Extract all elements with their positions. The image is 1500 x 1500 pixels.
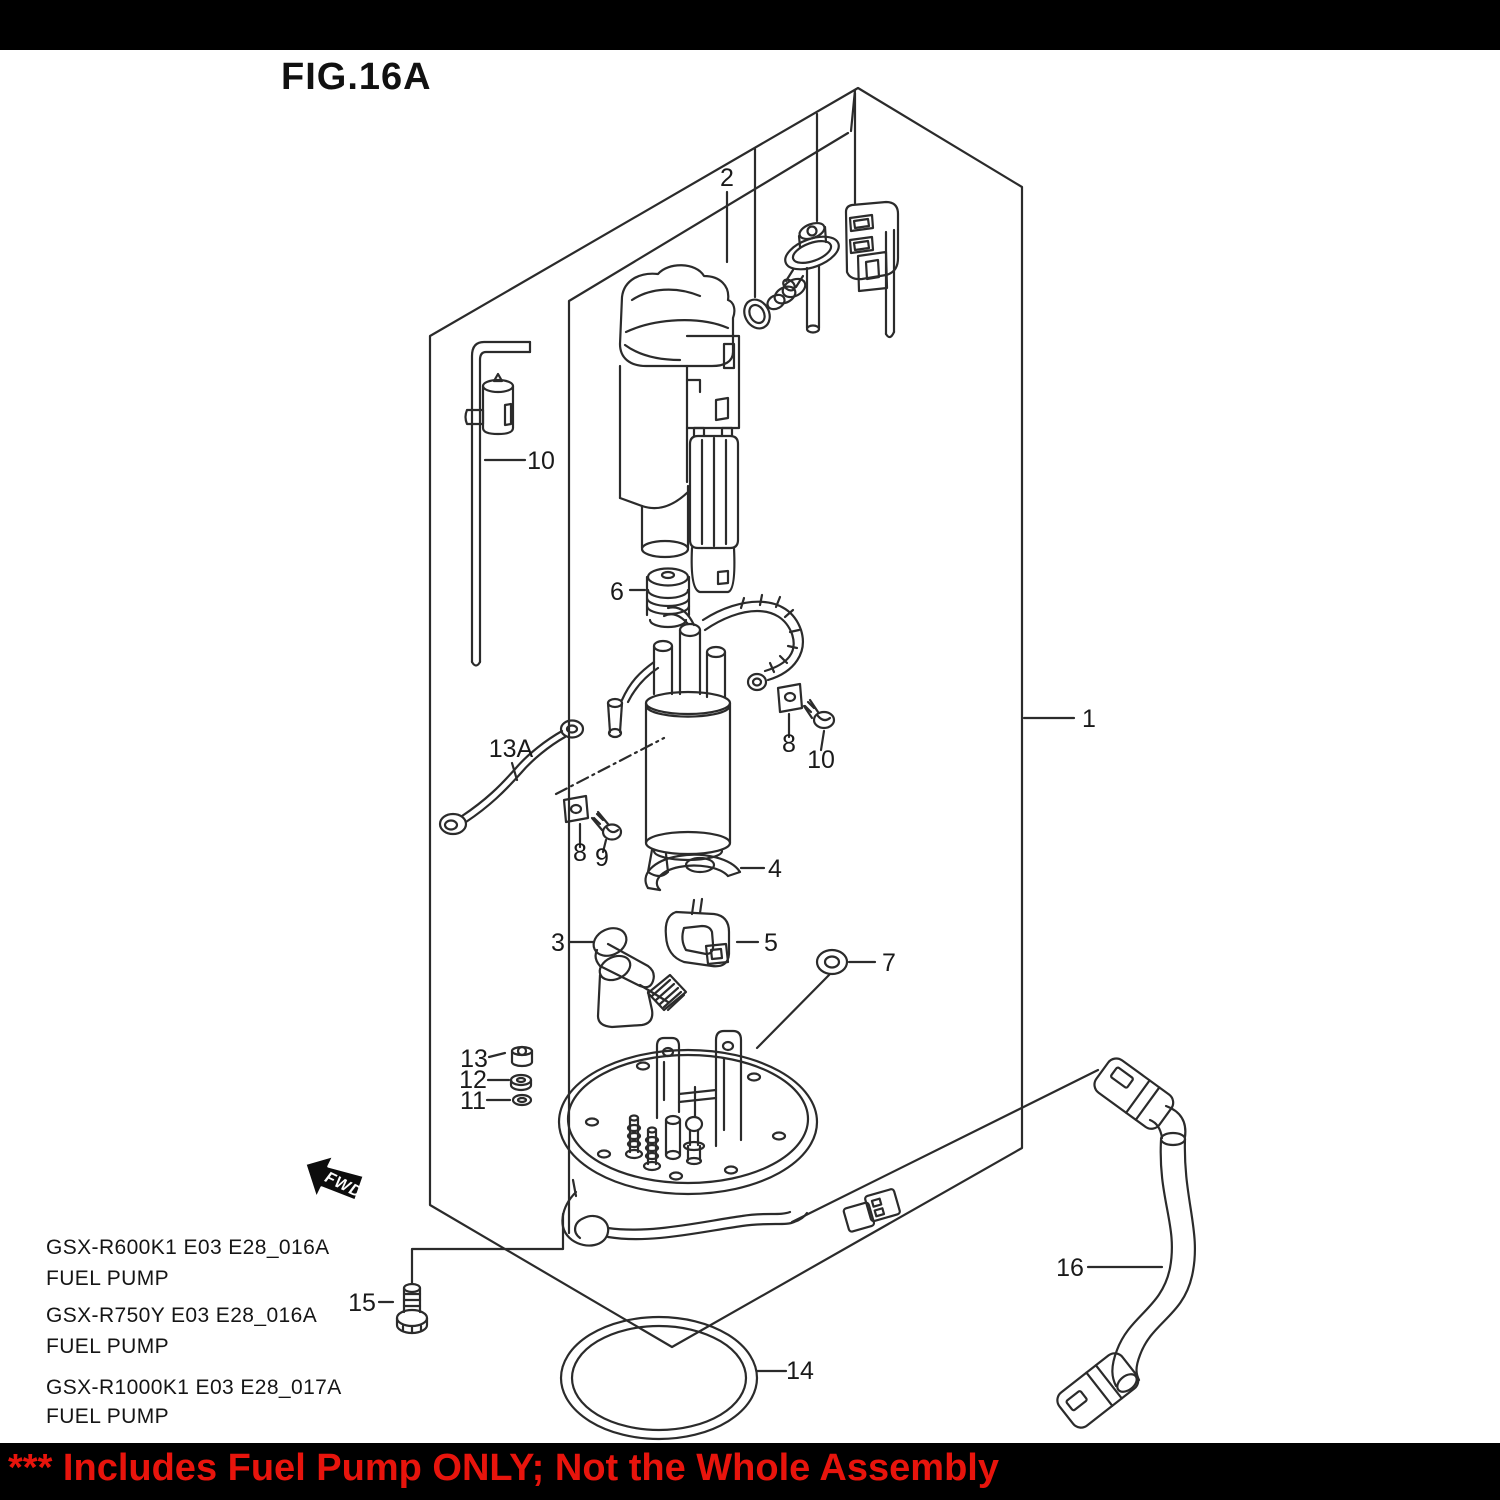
callout-8-left: 8 <box>573 839 587 867</box>
callout-15: 15 <box>348 1289 376 1317</box>
callout-5: 5 <box>764 929 778 957</box>
callout-leaders <box>377 458 1164 1373</box>
callout-6: 6 <box>610 578 624 606</box>
nut-washer-stack <box>509 1045 534 1107</box>
callout-10-right: 10 <box>807 746 835 774</box>
fuel-pump-motor <box>606 593 804 878</box>
tank-box-outline <box>428 86 1024 1349</box>
o-ring-small <box>755 948 849 1050</box>
drain-hose-and-valve <box>464 340 532 667</box>
fuel-level-sender <box>592 927 688 1029</box>
callout-2: 2 <box>720 164 734 192</box>
callout-16: 16 <box>1056 1254 1084 1282</box>
model-part-name: FUEL PUMP <box>46 1335 170 1358</box>
pump-holder <box>644 853 742 916</box>
fuel-hose <box>1056 1057 1196 1429</box>
callout-8-right: 8 <box>782 730 796 758</box>
pump-clamp <box>664 910 731 968</box>
callout-10-left: 10 <box>527 447 555 475</box>
model-code: GSX-R1000K1 E03 E28_017A <box>46 1376 342 1399</box>
model-code-block: GSX-R600K1 E03 E28_016A FUEL PUMP GSX-R7… <box>46 1236 406 1436</box>
callout-1: 1 <box>1082 705 1096 733</box>
callout-12: 12 <box>459 1066 487 1094</box>
model-part-name: FUEL PUMP <box>46 1405 170 1428</box>
callout-13a: 13A <box>489 735 534 763</box>
model-part-name: FUEL PUMP <box>46 1267 170 1290</box>
callout-14: 14 <box>786 1357 814 1385</box>
callout-7: 7 <box>882 949 896 977</box>
model-code: GSX-R600K1 E03 E28_016A <box>46 1236 330 1259</box>
warning-banner: *** Includes Fuel Pump ONLY; Not the Who… <box>0 1443 1500 1500</box>
pump-mounting-plate <box>557 1029 819 1196</box>
top-black-bar <box>0 0 1500 50</box>
callout-11: 11 <box>460 1087 486 1115</box>
callout-4: 4 <box>768 855 782 883</box>
leader-lines-top <box>725 91 857 299</box>
callout-3: 3 <box>551 929 565 957</box>
nut-plate-and-screw-right <box>776 682 836 730</box>
harness-and-hose <box>561 1068 1100 1247</box>
plate-screw <box>395 1212 565 1335</box>
ground-wire <box>438 719 666 836</box>
callout-9: 9 <box>595 844 609 872</box>
figure-title: FIG.16A <box>281 56 432 98</box>
callout-13: 13 <box>460 1045 488 1073</box>
fwd-arrow: FWD <box>303 1154 366 1202</box>
model-code: GSX-R750Y E03 E28_016A <box>46 1304 318 1327</box>
fuel-pressure-regulator <box>743 200 900 339</box>
warning-banner-text: *** Includes Fuel Pump ONLY; Not the Who… <box>8 1447 999 1489</box>
fuel-pump-module <box>618 264 741 594</box>
tank-o-ring <box>559 1315 759 1441</box>
nut-plate-and-screw-left <box>562 794 623 841</box>
